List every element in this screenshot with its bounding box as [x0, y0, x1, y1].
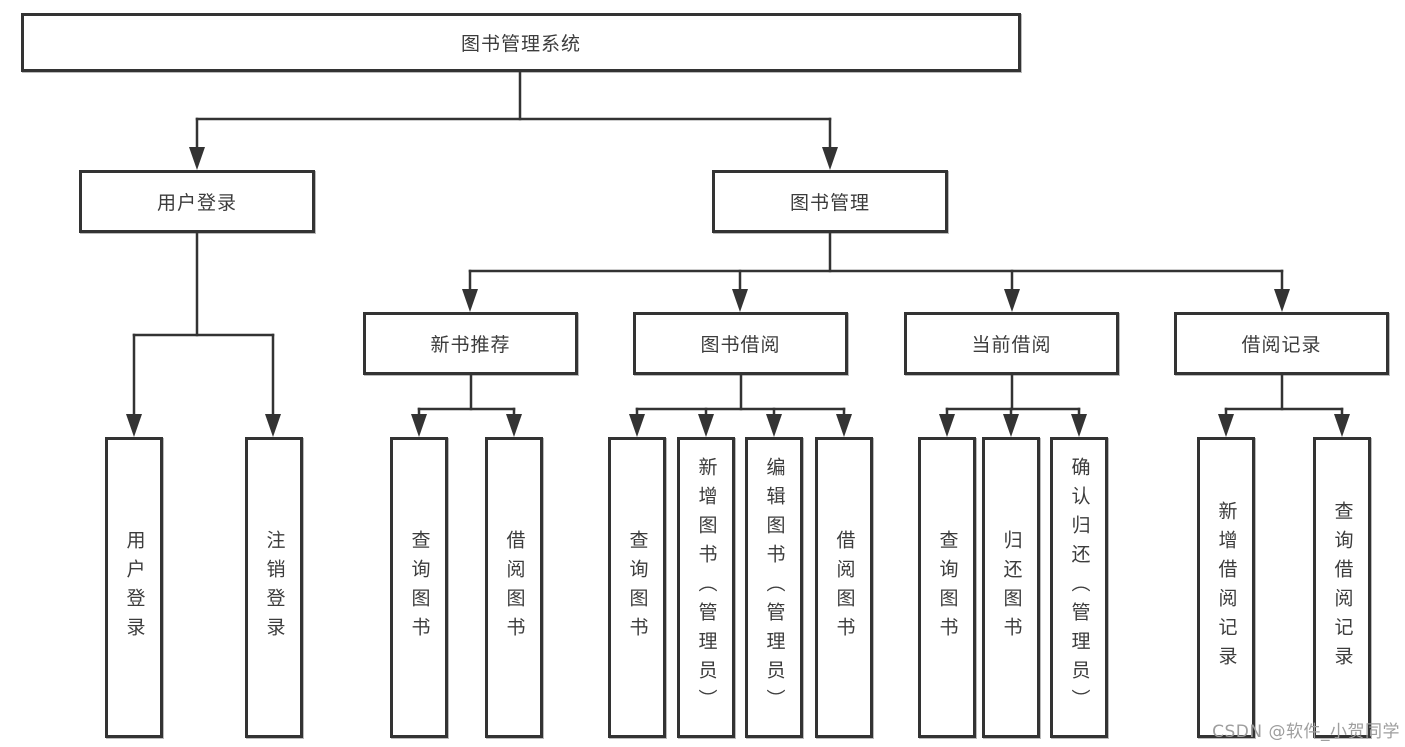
leaf-user-login: 用户登录	[105, 437, 163, 738]
leaf-query-borrow-record: 查询借阅记录	[1313, 437, 1371, 738]
leaf-add-book-admin: 新增图书（管理员）	[677, 437, 735, 738]
leaf-query-books-borrow: 查询图书	[608, 437, 666, 738]
leaf-query-books-current: 查询图书	[918, 437, 976, 738]
leaf-logout: 注销登录	[245, 437, 303, 738]
node-label: 查询借阅记录	[1331, 500, 1354, 675]
leaf-edit-book-admin: 编辑图书（管理员）	[745, 437, 803, 738]
leaf-borrow-books-recommend: 借阅图书	[485, 437, 543, 738]
leaf-query-books-recommend: 查询图书	[390, 437, 448, 738]
node-current-borrow: 当前借阅	[904, 312, 1119, 375]
node-label: 确认归还（管理员）	[1068, 457, 1091, 718]
node-label: 用户登录	[123, 529, 146, 646]
node-label: 用户登录	[156, 192, 237, 214]
node-borrow-records: 借阅记录	[1174, 312, 1389, 375]
node-label: 新书推荐	[430, 334, 511, 356]
node-label: 查询图书	[626, 529, 649, 646]
node-book-management: 图书管理	[712, 170, 948, 233]
node-label: 图书借阅	[700, 334, 781, 356]
node-label: 当前借阅	[971, 334, 1052, 356]
node-label: 借阅图书	[833, 529, 856, 646]
node-label: 借阅记录	[1241, 334, 1322, 356]
leaf-confirm-return-admin: 确认归还（管理员）	[1050, 437, 1108, 738]
node-label: 注销登录	[263, 529, 286, 646]
leaf-add-borrow-record: 新增借阅记录	[1197, 437, 1255, 738]
leaf-return-book: 归还图书	[982, 437, 1040, 738]
node-label: 查询图书	[408, 529, 431, 646]
node-label: 新增借阅记录	[1215, 500, 1238, 675]
node-root: 图书管理系统	[21, 13, 1021, 72]
node-label: 归还图书	[1000, 529, 1023, 646]
node-label: 图书管理系统	[460, 33, 581, 55]
node-label: 借阅图书	[503, 529, 526, 646]
leaf-borrow-books: 借阅图书	[815, 437, 873, 738]
node-book-borrow: 图书借阅	[633, 312, 848, 375]
csdn-watermark: CSDN @软件_小贺同学	[1212, 722, 1400, 742]
node-user-login: 用户登录	[79, 170, 315, 233]
node-label: 新增图书（管理员）	[695, 457, 718, 718]
node-new-book-recommend: 新书推荐	[363, 312, 578, 375]
node-label: 编辑图书（管理员）	[763, 457, 786, 718]
node-label: 查询图书	[936, 529, 959, 646]
node-label: 图书管理	[789, 192, 870, 214]
